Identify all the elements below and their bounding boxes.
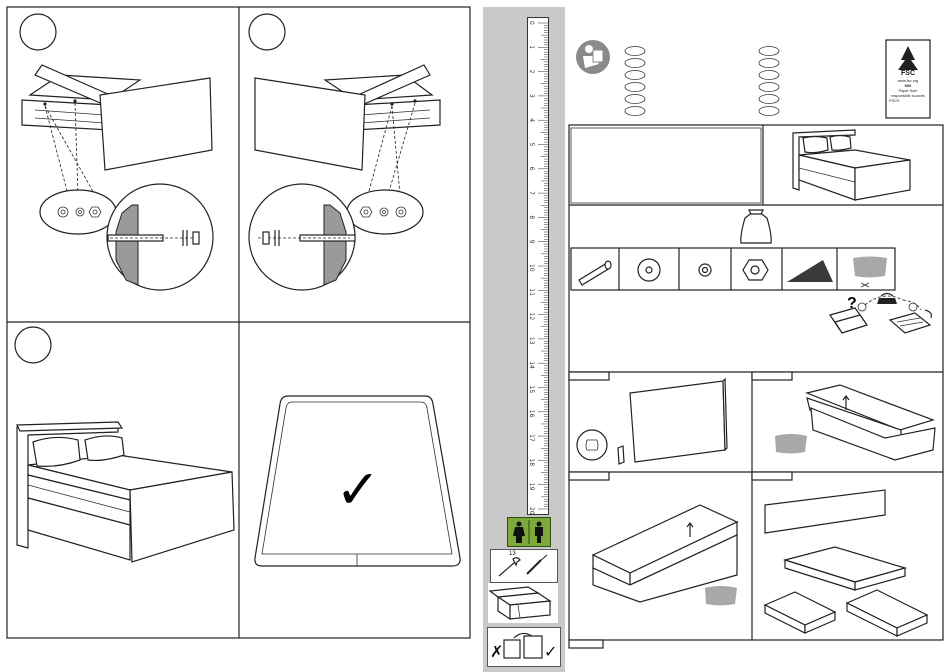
fsc-logo-text: FSC	[897, 70, 919, 77]
step-mattress-panel	[593, 505, 737, 606]
two-persons-icon	[507, 517, 551, 547]
checkmark: ✓	[335, 458, 380, 521]
language-ovals-left	[625, 47, 645, 116]
ruler-label: 7	[528, 191, 535, 195]
step-circle-a	[20, 14, 56, 50]
left-instruction-page: ✓	[0, 0, 480, 672]
tools-icon-box: 13	[490, 549, 558, 583]
language-ovals-right	[759, 47, 779, 116]
ruler-label: 19	[528, 483, 535, 491]
ruler-label: 4	[528, 118, 535, 122]
step-box-lid-panel	[775, 385, 935, 460]
ruler-label: 15	[528, 386, 535, 394]
ruler-label: 1	[528, 45, 535, 49]
bolt-part-icon	[579, 261, 611, 285]
ruler-label: 18	[528, 458, 535, 466]
allen-key-icon	[787, 260, 833, 282]
ruler-label: 6	[528, 167, 535, 171]
step-circle-b	[249, 14, 285, 50]
ruler-label: 17	[528, 434, 535, 442]
panel-b	[249, 14, 440, 290]
step-circle-c	[15, 327, 51, 363]
parts-ellipse-b	[347, 190, 423, 234]
question-mark: ?	[847, 295, 857, 312]
product-bed-thumbnail	[793, 130, 910, 200]
customer-service-icons: ?	[830, 294, 931, 334]
packaging-instruction-box: ✗ ✓	[487, 627, 561, 667]
ruler-label: 3	[528, 94, 535, 98]
small-washer-icon	[699, 264, 711, 276]
ruler-label: 13	[528, 337, 535, 345]
panel-d: ✓	[255, 396, 460, 566]
pillow-left	[33, 437, 80, 466]
box-open-icon	[488, 583, 558, 623]
ruler-label: 11	[528, 288, 535, 296]
parts-row	[571, 248, 895, 290]
cloth-icon	[853, 257, 887, 288]
ruler-label: 14	[528, 361, 535, 369]
ruler-label: 0	[528, 21, 535, 25]
large-washer-icon	[638, 259, 660, 281]
ruler-label: 5	[528, 143, 535, 147]
fsc-text-lines: www.fsc.org MIX Paper from responsible s…	[887, 79, 929, 104]
nut-icon	[743, 260, 768, 280]
panel-c	[15, 327, 234, 562]
ruler-label: 9	[528, 240, 535, 244]
ruler-label: 20	[528, 507, 535, 515]
parts-bag-icon	[741, 210, 771, 243]
ruler-label: 2	[528, 70, 535, 74]
headboard-a	[100, 78, 212, 170]
fsc-line: FSC®	[887, 99, 929, 104]
step-parts-panel	[765, 490, 927, 636]
ruler-label: 8	[528, 215, 535, 219]
step-headboard-panel	[577, 379, 727, 464]
ruler-label: 12	[528, 313, 535, 321]
ruler-label: 16	[528, 410, 535, 418]
panel-a	[20, 14, 213, 290]
read-manual-icon	[576, 40, 610, 74]
pillow-right	[85, 436, 124, 461]
left-page-drawing: ✓	[0, 0, 480, 672]
parts-ellipse-a	[40, 190, 116, 234]
wrench-screwdriver-icon	[491, 550, 557, 582]
right-instruction-page: ?	[565, 0, 950, 672]
ruler-label: 10	[528, 264, 535, 272]
